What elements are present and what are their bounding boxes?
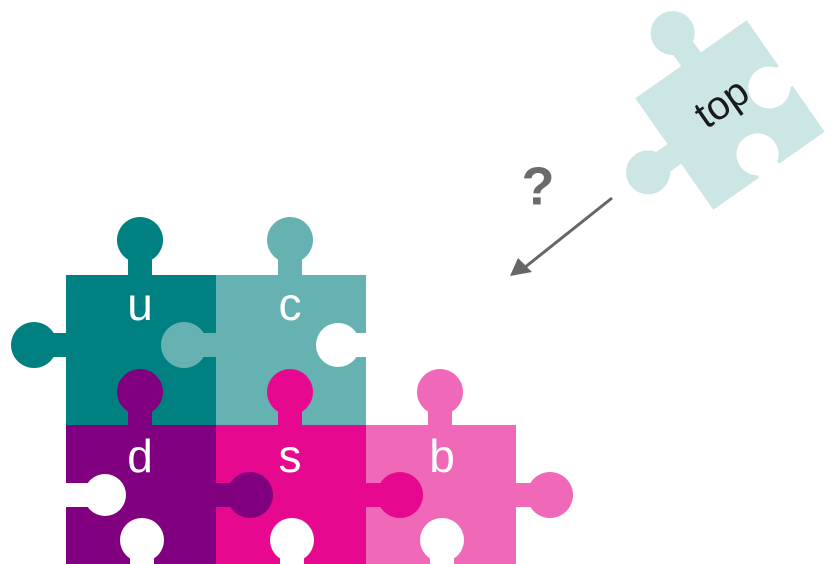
question-mark: ?	[522, 156, 555, 216]
puzzle-piece-top: top	[626, 11, 825, 210]
knob-d-into-u	[117, 369, 163, 432]
puzzle-piece-u: u	[11, 217, 216, 425]
piece-label-s: s	[279, 430, 302, 482]
puzzle-piece-b: b	[366, 369, 573, 564]
piece-label-c: c	[279, 278, 302, 330]
knob-s-into-b	[356, 472, 423, 518]
piece-label-d: d	[127, 430, 153, 482]
puzzle-piece-c: c	[161, 217, 368, 425]
piece-label-u: u	[127, 278, 153, 330]
arrow	[510, 196, 613, 276]
knob-d-into-s	[206, 472, 273, 518]
knob-s-into-c	[267, 369, 313, 432]
piece-label-b: b	[429, 430, 455, 482]
